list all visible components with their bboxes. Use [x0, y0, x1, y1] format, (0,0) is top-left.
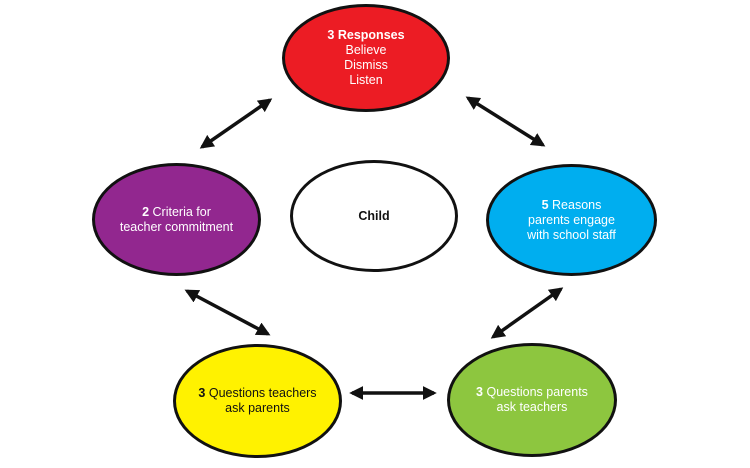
arrow-reasons-parent-questions	[490, 287, 564, 339]
arrow-responses-criteria	[199, 98, 273, 149]
reasons-line3: with school staff	[527, 227, 616, 242]
node-reasons: 5 Reasons parents engage with school sta…	[486, 164, 657, 276]
criteria-number: 2	[142, 204, 150, 219]
parent-questions-number: 3	[476, 385, 483, 399]
reasons-line1: Reasons	[552, 197, 602, 212]
teacher-questions-line2: ask parents	[225, 401, 290, 415]
teacher-questions-number: 3	[198, 386, 206, 400]
child-label: Child	[358, 208, 390, 223]
responses-title: Responses	[337, 28, 405, 42]
criteria-line2: teacher commitment	[119, 219, 234, 234]
reasons-number: 5	[541, 197, 549, 212]
criteria-line1: Criteria for	[152, 204, 211, 219]
reasons-line2: parents engage	[528, 212, 615, 227]
node-responses: 3 Responses Believe Dismiss Listen	[282, 4, 450, 112]
responses-item-listen: Listen	[349, 73, 383, 87]
node-child: Child	[290, 160, 458, 272]
responses-number: 3	[327, 28, 335, 42]
arrow-criteria-teacher-questions	[184, 289, 271, 336]
node-parent-questions: 3 Questions parents ask teachers	[447, 343, 617, 457]
node-criteria: 2 Criteria for teacher commitment	[92, 163, 261, 276]
parent-questions-line2: ask teachers	[496, 400, 568, 414]
responses-item-believe: Believe	[345, 43, 387, 57]
parent-questions-line1: Questions parents	[486, 385, 588, 399]
node-teacher-questions: 3 Questions teachers ask parents	[173, 344, 342, 458]
arrow-responses-reasons	[465, 96, 546, 147]
responses-item-dismiss: Dismiss	[344, 58, 388, 72]
teacher-questions-line1: Questions teachers	[208, 386, 317, 400]
